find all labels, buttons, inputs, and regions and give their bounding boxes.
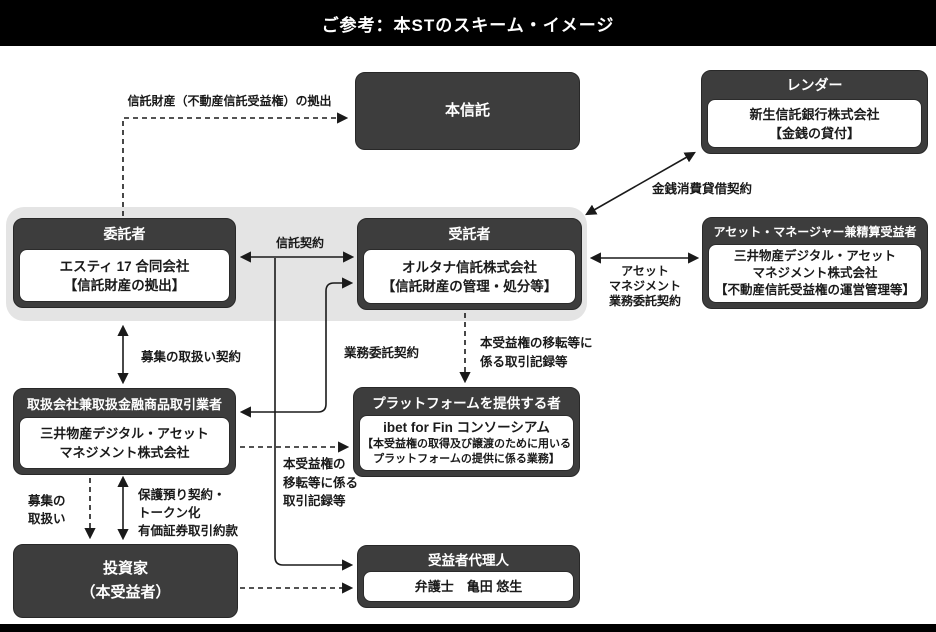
settlor-body: エスティ 17 合同会社 【信託財産の拠出】 <box>19 249 230 302</box>
label-records-left: 本受益権の 移転等に係る 取引記録等 <box>283 457 359 508</box>
label-outsourcing: 業務委託契約 <box>344 346 420 360</box>
beneficiary-agent-body: 弁護士 亀田 悠生 <box>363 571 574 602</box>
edge-agent-appointment-line <box>274 258 354 571</box>
beneficiary-agent-node: 受益者代理人 弁護士 亀田 悠生 <box>357 545 580 608</box>
label-records-right: 本受益権の移転等に 係る取引記録等 <box>480 336 593 369</box>
asset-manager-body: 三井物産デジタル・アセット マネジメント株式会社 【不動産信託受益権の運営管理等… <box>708 244 922 303</box>
handling-company-node: 取扱会社兼取扱金融商品取引業者 三井物産デジタル・アセット マネジメント株式会社 <box>13 388 236 475</box>
footer-bar <box>0 624 936 632</box>
main-trust-node: 本信託 <box>355 72 580 150</box>
settlor-node: 委託者 エスティ 17 合同会社 【信託財産の拠出】 <box>13 218 236 308</box>
edge-outsourcing-arrow <box>239 277 354 418</box>
trustee-header: 受託者 <box>448 226 491 242</box>
investor-node: 投資家 （本受益者） <box>13 544 238 618</box>
beneficiary-agent-header: 受益者代理人 <box>428 552 509 568</box>
label-loan: 金銭消費貸借契約 <box>652 182 753 196</box>
label-offering-contract: 募集の取扱い契約 <box>141 350 242 364</box>
platform-provider-header: プラットフォームを提供する者 <box>372 395 561 411</box>
label-custody: 保護預り契約・ トークン化 有価証券取引約款 <box>138 488 239 538</box>
platform-provider-node: プラットフォームを提供する者 ibet for Fin コンソーシアム 【本受益… <box>353 387 580 477</box>
edge-contribution-arrow <box>122 112 349 216</box>
label-trust-agreement: 信託契約 <box>275 236 324 250</box>
page-title: ご参考：本STのスキーム・イメージ <box>321 15 615 35</box>
platform-provider-body: ibet for Fin コンソーシアム 【本受益権の取得及び譲渡のために用いる… <box>359 415 574 471</box>
trustee-node: 受託者 オルタナ信託株式会社 【信託財産の管理・処分等】 <box>357 218 582 310</box>
settlor-header: 委託者 <box>103 226 146 242</box>
investor-label-line1: 投資家 <box>102 560 148 577</box>
lender-body: 新生信託銀行株式会社 【金銭の貸付】 <box>707 99 922 148</box>
handling-company-header: 取扱会社兼取扱金融商品取引業者 <box>26 396 222 412</box>
label-offering: 募集の 取扱い <box>28 494 66 526</box>
label-contribution: 信託財産（不動産信託受益権）の拠出 <box>127 94 332 108</box>
edge-loan-arrow <box>585 151 696 216</box>
title-bar: ご参考：本STのスキーム・イメージ <box>0 0 936 46</box>
handling-company-body: 三井物産デジタル・アセット マネジメント株式会社 <box>19 417 230 469</box>
main-trust-label: 本信託 <box>444 102 490 119</box>
investor-label-line2: （本受益者） <box>80 584 171 601</box>
label-am-agreement: アセット マネジメント 業務委託契約 <box>608 264 681 308</box>
lender-header: レンダー <box>786 77 843 93</box>
asset-manager-node: アセット・マネージャー兼精算受益者 三井物産デジタル・アセット マネジメント株式… <box>702 217 928 309</box>
asset-manager-header: アセット・マネージャー兼精算受益者 <box>713 224 917 239</box>
lender-node: レンダー 新生信託銀行株式会社 【金銭の貸付】 <box>701 70 928 154</box>
trustee-body: オルタナ信託株式会社 【信託財産の管理・処分等】 <box>363 249 576 304</box>
